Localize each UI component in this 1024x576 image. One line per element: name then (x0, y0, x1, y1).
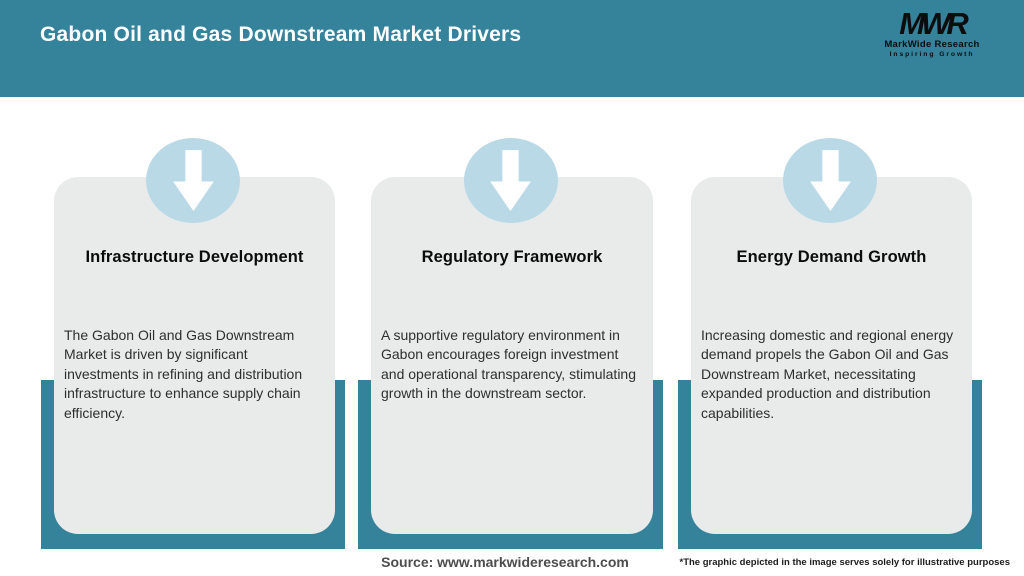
disclaimer-text: *The graphic depicted in the image serve… (679, 557, 1011, 568)
header-band: Gabon Oil and Gas Downstream Market Driv… (0, 0, 1024, 97)
card-body-panel: Energy Demand Growth Increasing domestic… (691, 177, 972, 534)
card-title: Regulatory Framework (421, 248, 603, 266)
card-body-panel: Infrastructure Development The Gabon Oil… (54, 177, 335, 534)
card-description: The Gabon Oil and Gas Downstream Market … (64, 327, 303, 421)
logo-tagline: Inspiring Growth (889, 50, 975, 58)
down-arrow-icon (172, 150, 214, 211)
arrow-circle (146, 138, 240, 223)
card-body-panel: Regulatory Framework A supportive regula… (371, 177, 653, 534)
down-arrow-icon (490, 150, 531, 211)
source-text: Source: www.markwideresearch.com (381, 554, 629, 570)
down-arrow-icon (809, 150, 851, 211)
card-title: Energy Demand Growth (736, 248, 927, 266)
driver-card-regulatory: Regulatory Framework A supportive regula… (358, 138, 663, 549)
arrow-circle (463, 138, 558, 223)
logo-acronym: MWR (899, 6, 968, 41)
page-title: Gabon Oil and Gas Downstream Market Driv… (40, 23, 522, 46)
arrow-circle (783, 138, 877, 223)
driver-card-infrastructure: Infrastructure Development The Gabon Oil… (41, 138, 345, 549)
driver-card-energy-demand: Energy Demand Growth Increasing domestic… (678, 138, 982, 549)
logo-name: MarkWide Research (884, 39, 980, 50)
card-description: A supportive regulatory environment in G… (381, 327, 637, 402)
card-description: Increasing domestic and regional energy … (701, 327, 954, 421)
markwide-logo: MWR MarkWide Research Inspiring Growth (872, 6, 992, 58)
card-title: Infrastructure Development (85, 248, 304, 266)
